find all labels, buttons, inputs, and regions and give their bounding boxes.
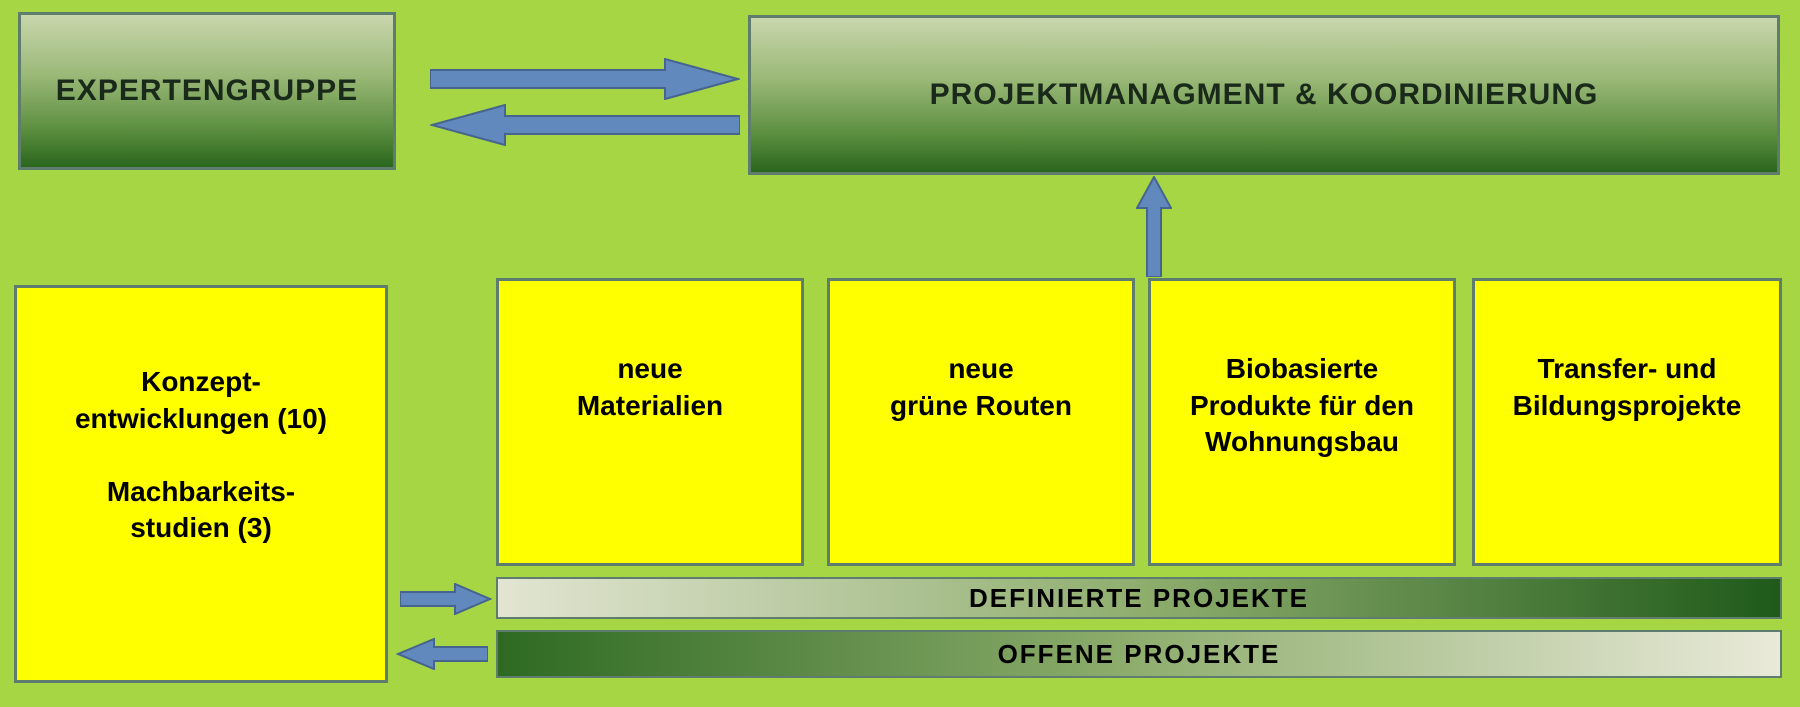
project-box-label: neue Materialien bbox=[576, 353, 724, 421]
defined-projects-bar: DEFINIERTE PROJEKTE bbox=[496, 577, 1782, 619]
arrow-right-icon bbox=[430, 58, 740, 100]
arrow-from-open-icon bbox=[396, 638, 488, 670]
project-box-label: Transfer- und Bildungsprojekte bbox=[1512, 353, 1742, 421]
expert-group-label: EXPERTENGRUPPE bbox=[55, 74, 359, 107]
project-box-green-routes: neue grüne Routen bbox=[827, 278, 1135, 566]
project-box-new-materials: neue Materialien bbox=[496, 278, 804, 566]
project-box-label: Biobasierte Produkte für den Wohnungsbau bbox=[1189, 353, 1414, 458]
project-box-label: neue grüne Routen bbox=[890, 353, 1072, 421]
arrow-left-icon bbox=[430, 104, 740, 146]
arrow-up-icon bbox=[1136, 176, 1172, 277]
open-projects-label: OFFENE PROJEKTE bbox=[997, 638, 1281, 669]
open-projects-bar: OFFENE PROJEKTE bbox=[496, 630, 1782, 678]
arrow-to-defined-icon bbox=[400, 583, 492, 615]
project-management-label: PROJEKTMANAGMENT & KOORDINIERUNG bbox=[929, 78, 1599, 111]
concept-development-text: Konzept- entwicklungen (10) Machbarkeits… bbox=[74, 366, 328, 543]
project-box-transfer-education: Transfer- und Bildungsprojekte bbox=[1472, 278, 1782, 566]
expert-group-box: EXPERTENGRUPPE bbox=[18, 12, 396, 170]
project-management-box: PROJEKTMANAGMENT & KOORDINIERUNG bbox=[748, 15, 1780, 175]
project-box-biobased-products: Biobasierte Produkte für den Wohnungsbau bbox=[1148, 278, 1456, 566]
concept-development-box: Konzept- entwicklungen (10) Machbarkeits… bbox=[14, 285, 388, 683]
defined-projects-label: DEFINIERTE PROJEKTE bbox=[969, 582, 1309, 613]
